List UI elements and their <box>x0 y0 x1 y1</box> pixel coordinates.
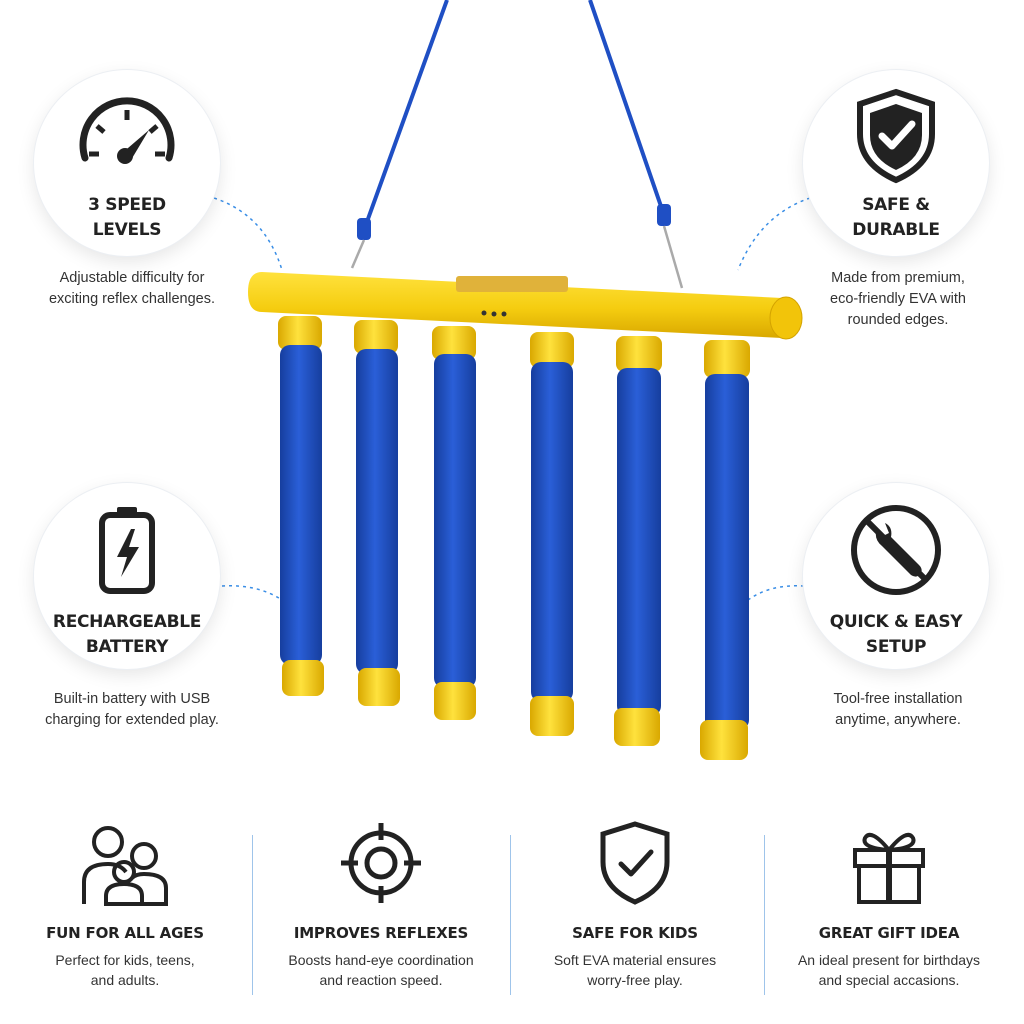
battery-icon <box>99 507 155 594</box>
shield-check-icon <box>857 88 935 184</box>
feature-battery-title: RECHARGEABLE BATTERY <box>52 612 202 657</box>
divider-1 <box>252 835 253 995</box>
bottom-feature-gift-title: GREAT GIFT IDEA <box>818 924 960 942</box>
bottom-feature-safe-kids-title: SAFE FOR KIDS <box>572 924 698 942</box>
feature-speed-title: 3 SPEED LEVELS <box>88 195 166 240</box>
feature-safe-circle: SAFE & DURABLE <box>803 70 989 256</box>
divider-3 <box>764 835 765 995</box>
bottom-feature-reflexes: IMPROVES REFLEXES Boosts hand-eye coordi… <box>256 820 506 990</box>
feature-safe-title: SAFE & DURABLE <box>852 195 940 240</box>
bottom-feature-reflexes-title: IMPROVES REFLEXES <box>293 924 469 942</box>
feature-setup-description: Tool-free installation anytime, anywhere… <box>833 691 963 728</box>
feature-speed-circle: 3 SPEED LEVELS <box>34 70 220 256</box>
bottom-feature-ages: FUN FOR ALL AGES Perfect for kids, teens… <box>0 820 250 990</box>
bottom-feature-safe-kids-description: Soft EVA material ensures worry-free pla… <box>553 952 717 988</box>
family-icon <box>82 826 168 906</box>
bottom-feature-ages-description: Perfect for kids, teens, and adults. <box>55 952 195 988</box>
feature-setup-title: QUICK & EASY SETUP <box>829 612 963 657</box>
bottom-feature-reflexes-description: Boosts hand-eye coordination and reactio… <box>288 952 474 988</box>
gift-icon <box>853 833 925 904</box>
reflex-bar-product-image <box>248 0 803 760</box>
feature-safe-description: Made from premium, eco-friendly EVA with… <box>830 270 966 328</box>
speedometer-icon <box>79 97 175 164</box>
bottom-feature-ages-title: FUN FOR ALL AGES <box>46 924 204 942</box>
feature-battery-description: Built-in battery with USB charging for e… <box>45 691 219 728</box>
bottom-feature-gift: GREAT GIFT IDEA An ideal present for bir… <box>764 820 1014 990</box>
no-tools-icon <box>851 505 941 595</box>
shield-check-icon <box>600 821 670 905</box>
target-icon <box>341 823 421 903</box>
bottom-feature-safe-kids: SAFE FOR KIDS Soft EVA material ensures … <box>510 820 760 990</box>
feature-setup-circle: QUICK & EASY SETUP <box>803 483 989 669</box>
feature-speed-description: Adjustable difficulty for exciting refle… <box>48 270 216 307</box>
divider-2 <box>510 835 511 995</box>
bottom-feature-gift-description: An ideal present for birthdays and speci… <box>797 952 981 988</box>
feature-battery-circle: RECHARGEABLE BATTERY <box>34 483 220 669</box>
